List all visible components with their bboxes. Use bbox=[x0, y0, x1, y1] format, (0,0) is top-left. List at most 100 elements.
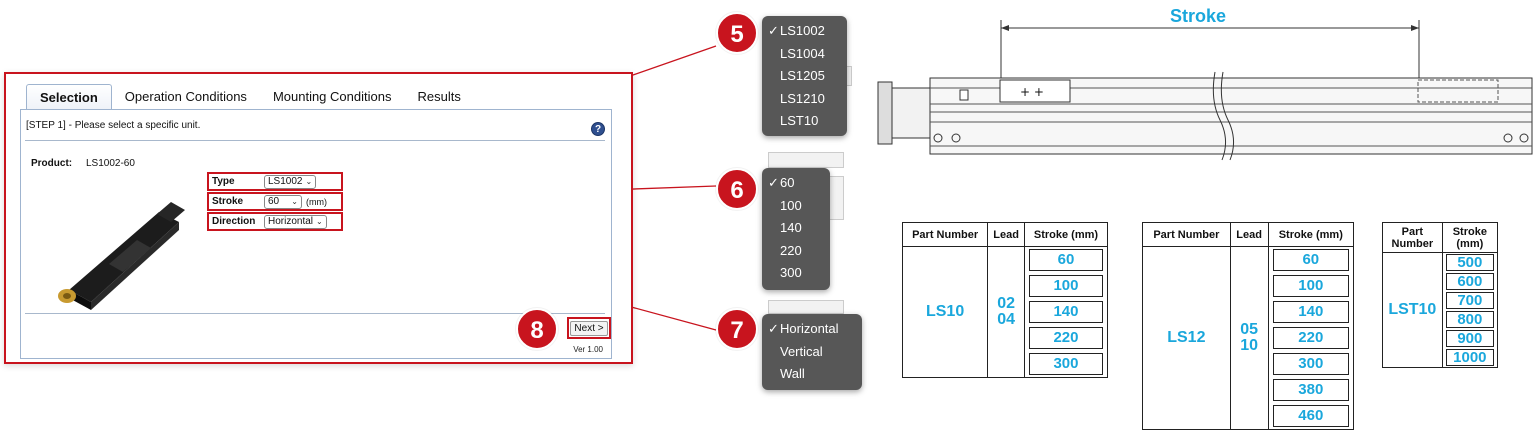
stroke-value: 600 bbox=[1445, 273, 1494, 290]
column-header: Stroke (mm) bbox=[1267, 222, 1355, 247]
column-header: Part Number bbox=[1382, 222, 1443, 253]
divider bbox=[25, 313, 605, 314]
chevron-down-icon: ⌄ bbox=[316, 216, 323, 226]
tab-bar: Selection Operation Conditions Mounting … bbox=[26, 84, 474, 110]
tab-operation-conditions[interactable]: Operation Conditions bbox=[124, 89, 247, 104]
stroke-value: 300 bbox=[1028, 353, 1103, 375]
step-instruction: [STEP 1] - Please select a specific unit… bbox=[26, 120, 201, 131]
stroke-select-value: 60 bbox=[268, 195, 280, 207]
stroke-value: 100 bbox=[1028, 275, 1103, 297]
part-number-cell: LS10 bbox=[901, 246, 989, 378]
step-badge-6: 6 bbox=[716, 168, 758, 210]
checkmark-icon: ✓ bbox=[768, 23, 779, 38]
stroke-value: 500 bbox=[1445, 254, 1494, 271]
stroke-value: 60 bbox=[1272, 249, 1349, 271]
stroke-value: 140 bbox=[1028, 301, 1103, 323]
type-option[interactable]: ✓LS1002 bbox=[762, 20, 847, 43]
tab-mounting-conditions[interactable]: Mounting Conditions bbox=[272, 89, 392, 104]
stroke-value: 900 bbox=[1445, 330, 1494, 347]
background-fragment bbox=[768, 152, 844, 168]
stroke-unit: (mm) bbox=[306, 196, 327, 207]
column-header: Lead bbox=[1229, 222, 1269, 247]
column-header: Lead bbox=[987, 222, 1025, 247]
type-option[interactable]: LS1210 bbox=[780, 90, 825, 106]
stroke-value: 300 bbox=[1272, 353, 1349, 375]
chevron-down-icon: ⌄ bbox=[291, 196, 298, 206]
column-header: Part Number bbox=[901, 222, 989, 247]
stroke-value: 220 bbox=[1272, 327, 1349, 349]
stroke-row: Stroke 60 ⌄ (mm) bbox=[207, 192, 343, 211]
stroke-values-cell: 500 600 700 800 900 1000 bbox=[1441, 252, 1499, 368]
stroke-value: 380 bbox=[1272, 379, 1349, 401]
stroke-value: 220 bbox=[1028, 327, 1103, 349]
direction-select[interactable]: Horizontal ⌄ bbox=[264, 214, 327, 229]
direction-dropdown-menu: ✓Horizontal Vertical Wall bbox=[762, 314, 862, 390]
direction-select-value: Horizontal bbox=[268, 215, 314, 227]
stroke-select[interactable]: 60 ⌄ bbox=[264, 194, 302, 209]
stroke-values-cell: 60 100 140 220 300 bbox=[1023, 246, 1109, 378]
stroke-value: 60 bbox=[1028, 249, 1103, 271]
svg-text:+ +: + + bbox=[1020, 85, 1044, 99]
part-number-cell: LST10 bbox=[1382, 252, 1443, 368]
type-option[interactable]: LST10 bbox=[780, 113, 819, 128]
direction-label: Direction bbox=[212, 216, 256, 227]
product-label: Product: bbox=[31, 158, 73, 169]
type-option[interactable]: LS1205 bbox=[780, 68, 825, 83]
stroke-value: 700 bbox=[1445, 292, 1494, 309]
direction-option[interactable]: Vertical bbox=[780, 343, 823, 359]
tab-results[interactable]: Results bbox=[417, 89, 461, 104]
selection-form: Type LS1002 ⌄ Stroke 60 ⌄ (mm) Direction… bbox=[207, 172, 343, 234]
stroke-dimension-label: Stroke bbox=[1170, 6, 1227, 26]
type-row: Type LS1002 ⌄ bbox=[207, 172, 343, 191]
type-select[interactable]: LS1002 ⌄ bbox=[264, 174, 317, 189]
tab-selection[interactable]: Selection bbox=[26, 84, 112, 110]
next-button-label: Next > bbox=[570, 320, 608, 336]
direction-row: Direction Horizontal ⌄ bbox=[207, 212, 343, 231]
step-badge-7: 7 bbox=[716, 308, 758, 350]
step-badge-5: 5 bbox=[716, 12, 758, 54]
stroke-option[interactable]: 140 bbox=[780, 220, 802, 235]
chevron-down-icon: ⌄ bbox=[305, 176, 313, 186]
stroke-option[interactable]: ✓60 bbox=[762, 172, 830, 195]
stroke-value: 800 bbox=[1445, 311, 1494, 328]
step-badge-8: 8 bbox=[516, 308, 558, 350]
type-option[interactable]: LS1004 bbox=[780, 45, 825, 61]
divider bbox=[25, 140, 605, 141]
lst10-spec-table: Part Number Stroke (mm) LST10 500 600 70… bbox=[1382, 222, 1499, 368]
column-header: Stroke (mm) bbox=[1023, 222, 1109, 247]
stroke-option[interactable]: 100 bbox=[780, 197, 802, 213]
checkmark-icon: ✓ bbox=[768, 321, 779, 336]
linear-stage-image bbox=[58, 202, 185, 310]
column-header: Stroke (mm) bbox=[1441, 222, 1499, 253]
stroke-value: 460 bbox=[1272, 405, 1349, 427]
type-dropdown-menu: ✓LS1002 LS1004 LS1205 LS1210 LST10 bbox=[762, 16, 847, 136]
direction-option[interactable]: ✓Horizontal bbox=[762, 318, 862, 341]
column-header: Part Number bbox=[1142, 222, 1231, 247]
stroke-values-cell: 60 100 140 220 300 380 460 bbox=[1267, 246, 1355, 430]
help-icon[interactable]: ? bbox=[591, 122, 605, 136]
type-label: Type bbox=[212, 176, 235, 187]
stroke-value: 1000 bbox=[1445, 349, 1494, 366]
stroke-option[interactable]: 300 bbox=[780, 265, 802, 280]
version-label: Ver 1.00 bbox=[573, 345, 603, 354]
direction-option[interactable]: Wall bbox=[780, 366, 805, 381]
background-fragment bbox=[828, 176, 844, 220]
next-button[interactable]: Next > bbox=[567, 317, 611, 339]
background-fragment bbox=[768, 300, 844, 314]
stroke-option[interactable]: 220 bbox=[780, 242, 802, 258]
configurator-window: Selection Operation Conditions Mounting … bbox=[4, 72, 633, 364]
stroke-value: 100 bbox=[1272, 275, 1349, 297]
actuator-drawing: + + bbox=[877, 20, 1533, 161]
selection-panel: [STEP 1] - Please select a specific unit… bbox=[20, 109, 612, 359]
product-value: LS1002-60 bbox=[86, 158, 135, 169]
stroke-label: Stroke bbox=[212, 196, 244, 207]
part-number-cell: LS12 bbox=[1142, 246, 1231, 430]
stroke-value: 140 bbox=[1272, 301, 1349, 323]
checkmark-icon: ✓ bbox=[768, 175, 779, 190]
stroke-dropdown-menu: ✓60 100 140 220 300 bbox=[762, 168, 830, 290]
type-select-value: LS1002 bbox=[268, 175, 303, 187]
